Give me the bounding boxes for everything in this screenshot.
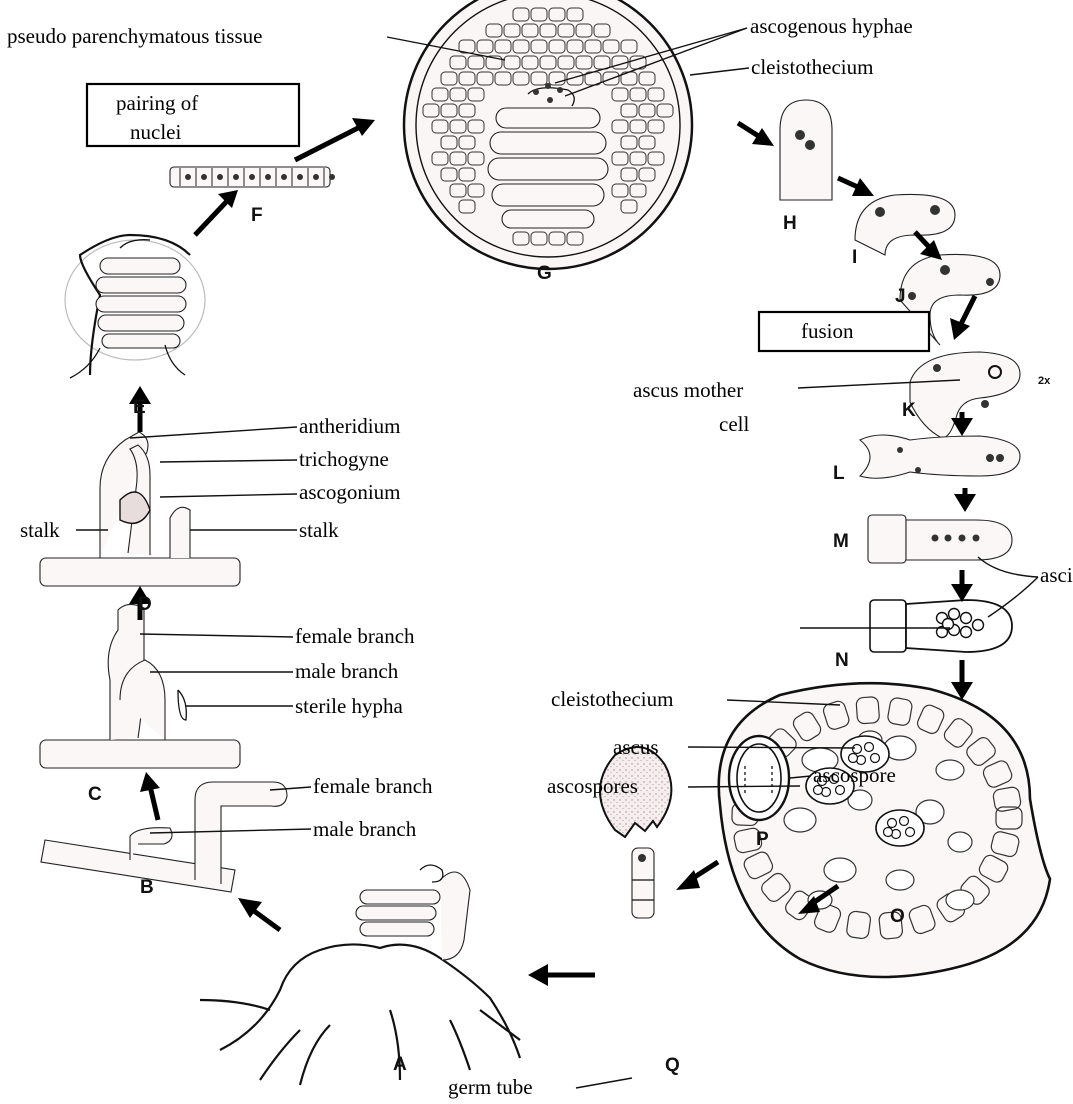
stage-letter-m: M	[833, 531, 849, 552]
label-female-branch-b: female branch	[313, 774, 433, 798]
label-female-branch-c: female branch	[295, 624, 415, 648]
label-stalk-right: stalk	[299, 518, 339, 542]
arrow-h-to-i	[838, 178, 874, 196]
stage-letter-l: L	[833, 463, 845, 484]
stage-letter-b: B	[140, 877, 154, 898]
stage-a-mycelium	[200, 865, 520, 1085]
arrow-i-to-j	[915, 232, 942, 260]
label-male-branch-b: male branch	[313, 817, 417, 841]
label-male-branch-c: male branch	[295, 659, 399, 683]
stage-l-young-ascus	[860, 435, 1020, 478]
label-asci: asci	[1040, 563, 1073, 587]
stage-letter-k: K	[902, 400, 916, 421]
stage-e-coil	[65, 235, 205, 378]
arrow-j-to-k	[950, 296, 975, 340]
arrow-l-to-m	[954, 488, 976, 512]
arrow-f-to-g	[295, 118, 375, 160]
stage-q-germination	[600, 747, 671, 918]
label-sterile-hypha: sterile hypha	[295, 694, 404, 718]
label-cleistothecium-top: cleistothecium	[751, 55, 873, 79]
pairing-box-line1: pairing of	[116, 91, 198, 115]
label-ascogonium: ascogonium	[299, 480, 400, 504]
stage-letter-q: Q	[665, 1055, 680, 1076]
label-trichogyne: trichogyne	[299, 447, 389, 471]
stage-letter-i: I	[852, 247, 857, 268]
arrow-n-to-o	[951, 660, 973, 700]
stage-c-branches	[40, 604, 240, 768]
arrow-e-to-f	[195, 190, 238, 235]
pairing-of-nuclei-box: pairing of nuclei	[87, 84, 299, 146]
stage-letter-o: O	[890, 906, 905, 927]
stage-h-hook	[780, 100, 832, 200]
stage-letter-f: F	[251, 205, 263, 226]
stage-letter-d: D	[138, 594, 152, 615]
stage-letter-g: G	[537, 263, 552, 284]
stage-d-gametangia	[40, 432, 240, 586]
stage-letter-p: P	[756, 829, 769, 850]
label-ascus-mother-line1: ascus mother	[633, 378, 743, 402]
pairing-box-line2: nuclei	[130, 120, 181, 144]
arrow-g-to-h	[738, 123, 774, 146]
label-ascogenous-hyphae: ascogenous hyphae	[750, 14, 913, 38]
stage-i-crozier	[855, 194, 955, 255]
fusion-box: fusion	[759, 312, 929, 351]
fusion-box-label: fusion	[801, 319, 854, 343]
label-pseudo-parenchymatous-tissue: pseudo parenchymatous tissue	[7, 24, 262, 48]
stage-n-mature-ascus	[870, 600, 1012, 652]
label-stalk-left: stalk	[20, 518, 60, 542]
stage-letter-e: E	[133, 397, 146, 418]
label-ascospores: ascospores	[547, 774, 638, 798]
arrow-q-to-a	[528, 964, 595, 986]
arrow-a-to-b	[238, 898, 280, 930]
stage-letter-n: N	[835, 650, 849, 671]
label-antheridium: antheridium	[299, 414, 400, 438]
label-cleistothecium-o: cleistothecium	[551, 687, 673, 711]
arrow-m-to-n	[951, 570, 973, 602]
stage-letter-a: A	[393, 1054, 407, 1075]
stage-f-hypha	[170, 167, 335, 187]
stage-g-cleistothecium	[404, 0, 692, 269]
stage-p-ascospore	[729, 736, 789, 820]
label-ascospore: ascospore	[813, 763, 896, 787]
label-ascus-mother-line2: cell	[719, 412, 749, 436]
label-ascus: ascus	[613, 735, 659, 759]
label-germ-tube: germ tube	[448, 1075, 533, 1099]
stage-letter-j: J	[895, 286, 906, 307]
stage-m-ascus	[868, 515, 1012, 563]
arrow-p-to-q	[676, 862, 718, 890]
stage-letter-c: C	[88, 784, 102, 805]
label-2x: 2x	[1038, 375, 1051, 387]
stage-b-branches	[41, 782, 287, 892]
stage-letter-h: H	[783, 213, 797, 234]
arrow-b-to-c	[140, 772, 160, 820]
